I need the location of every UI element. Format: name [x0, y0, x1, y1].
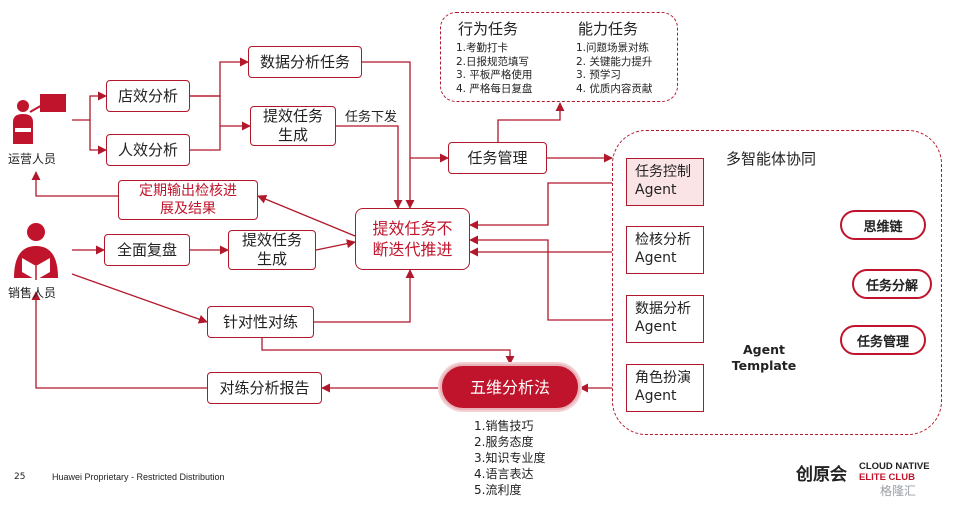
five-dim-item: 5.流利度: [474, 483, 522, 497]
brand-logo-cn: 创原会: [796, 465, 847, 485]
data-analysis-task-box: 数据分析任务: [248, 46, 362, 78]
behavior-task-list: 1.考勤打卡 2.日报规范填写 3. 平板严格使用 4. 严格每日复盘: [456, 42, 532, 96]
gen-task-box: 提效任务生成: [250, 106, 336, 146]
ability-task-item: 2. 关键能力提升: [576, 55, 653, 68]
gen-task-box-2: 提效任务生成: [228, 230, 316, 270]
footer-note: Huawei Proprietary - Restricted Distribu…: [52, 472, 225, 482]
behavior-task-title: 行为任务: [458, 20, 519, 38]
watermark: 格隆汇: [880, 484, 917, 498]
task-management-pill: 任务管理: [840, 325, 926, 355]
ability-task-item: 4. 优质内容贡献: [576, 82, 653, 95]
five-dimension-method-box: 五维分析法: [440, 364, 580, 410]
staff-analysis-box: 人效分析: [106, 134, 190, 166]
task-dispatch-label: 任务下发: [345, 110, 398, 125]
five-dim-item: 1.销售技巧: [474, 419, 534, 433]
ops-person-label: 运营人员: [8, 152, 57, 166]
brand-logo-en: CLOUD NATIVE ELITE CLUB: [859, 461, 930, 483]
periodic-review-box: 定期输出检核进展及结果: [118, 180, 258, 220]
core-iteration-box: 提效任务不断迭代推进: [355, 208, 470, 270]
store-analysis-box: 店效分析: [106, 80, 190, 112]
five-dim-item: 4.语言表达: [474, 467, 534, 481]
page-number: 25: [14, 472, 26, 482]
sales-person-label: 销售人员: [8, 286, 57, 300]
behavior-task-item: 4. 严格每日复盘: [456, 82, 533, 95]
task-decomposition-pill: 任务分解: [852, 269, 932, 299]
task-management-box: 任务管理: [448, 142, 547, 174]
ability-task-item: 1.问题场景对练: [576, 42, 650, 54]
salesperson-icon: [14, 223, 58, 280]
five-dim-item: 3.知识专业度: [474, 451, 546, 465]
operator-presenter-icon: [13, 94, 66, 144]
multi-agent-title: 多智能体协同: [726, 150, 817, 168]
five-dimension-list: 1.销售技巧 2.服务态度 3.知识专业度 4.语言表达 5.流利度: [474, 418, 545, 498]
behavior-task-item: 3. 平板严格使用: [456, 69, 533, 81]
five-dim-item: 2.服务态度: [474, 435, 534, 449]
chain-of-thought-pill: 思维链: [840, 210, 926, 240]
behavior-task-item: 1.考勤打卡: [456, 42, 509, 54]
ability-task-list: 1.问题场景对练 2. 关键能力提升 3. 预学习 4. 优质内容贡献: [576, 42, 652, 96]
full-review-box: 全面复盘: [104, 234, 190, 266]
task-types-panel: [440, 12, 678, 102]
targeted-practice-box: 针对性对练: [207, 306, 314, 338]
ability-task-title: 能力任务: [578, 20, 639, 38]
behavior-task-item: 2.日报规范填写: [456, 55, 530, 68]
practice-report-box: 对练分析报告: [207, 372, 322, 404]
ability-task-item: 3. 预学习: [576, 69, 621, 81]
